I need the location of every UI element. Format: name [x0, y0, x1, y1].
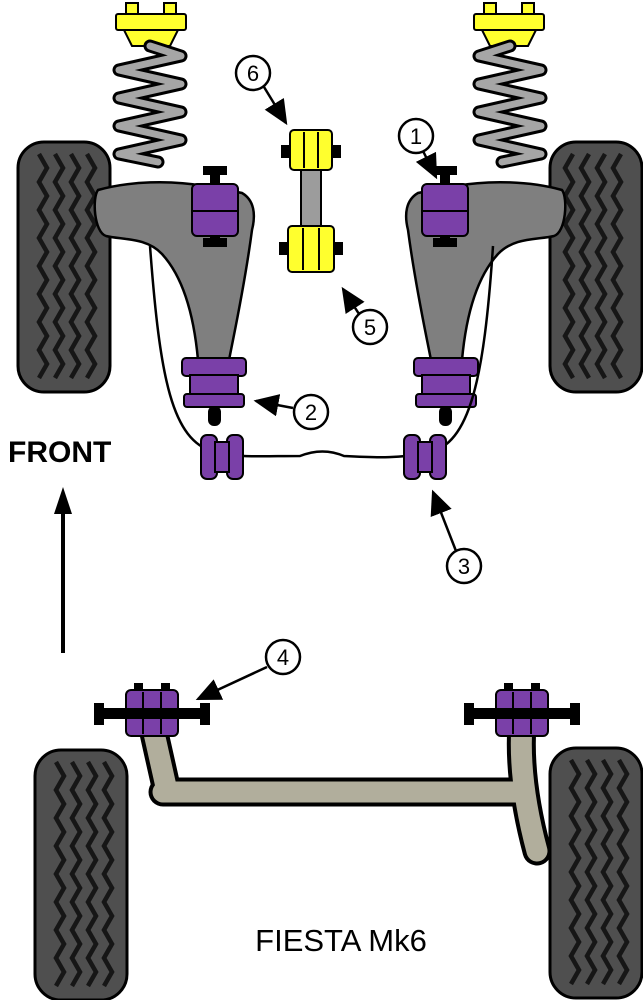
callout-3-number: 3 — [458, 554, 470, 579]
front-left-corner — [18, 3, 254, 426]
front-arrow-head — [54, 487, 72, 514]
callout-3-circle — [445, 547, 483, 585]
dogbone-upper-bush — [281, 129, 341, 171]
callout-6: 6 — [234, 54, 288, 126]
callout-1-arrow — [415, 150, 438, 180]
callout-2-number: 2 — [305, 400, 317, 425]
callout-1: 1 — [397, 117, 438, 180]
rear-twist-beam — [137, 709, 552, 866]
callout-6-number: 6 — [247, 61, 259, 86]
rear-left-wheel — [35, 750, 127, 1000]
arb-bush-right — [403, 434, 447, 480]
rear-beam-bush-left — [93, 682, 211, 737]
callout-5: 5 — [341, 286, 389, 346]
callout-2: 2 — [253, 393, 330, 431]
callout-1-circle — [397, 117, 435, 155]
dogbone-lower-bush — [279, 225, 343, 273]
callout-5-circle — [351, 308, 389, 346]
callout-4-number: 4 — [277, 645, 289, 670]
callout-2-arrow — [253, 394, 294, 417]
callout-1-number: 1 — [410, 124, 422, 149]
rear-beam-bush-right — [463, 682, 581, 737]
lower-bush-body — [287, 225, 335, 273]
upper-bush-body — [289, 129, 333, 171]
callout-5-number: 5 — [364, 315, 376, 340]
callout-2-circle — [292, 393, 330, 431]
upper-bush-bolt-left — [281, 145, 290, 158]
callout-3: 3 — [430, 489, 483, 585]
anti-roll-bar — [148, 245, 495, 459]
callout-6-arrow — [262, 86, 288, 126]
callout-4-arrow — [195, 665, 268, 701]
callout-4-circle — [264, 638, 302, 676]
callout-3-arrow — [430, 489, 458, 552]
front-direction-arrow — [54, 487, 72, 653]
front-right-corner — [406, 3, 642, 426]
arb-bush-left — [200, 434, 244, 480]
callout-5-arrow — [341, 286, 365, 315]
callout-4: 4 — [195, 638, 302, 701]
lower-bush-bolt-left — [279, 242, 288, 255]
lower-bush-bolt-right — [334, 242, 343, 255]
model-label: FIESTA Mk6 — [255, 923, 427, 958]
front-label: FRONT — [8, 436, 111, 469]
rear-right-wheel — [550, 748, 642, 998]
engine-mount-link — [279, 129, 343, 273]
callout-6-circle — [234, 54, 272, 92]
upper-bush-bolt-right — [332, 145, 341, 158]
